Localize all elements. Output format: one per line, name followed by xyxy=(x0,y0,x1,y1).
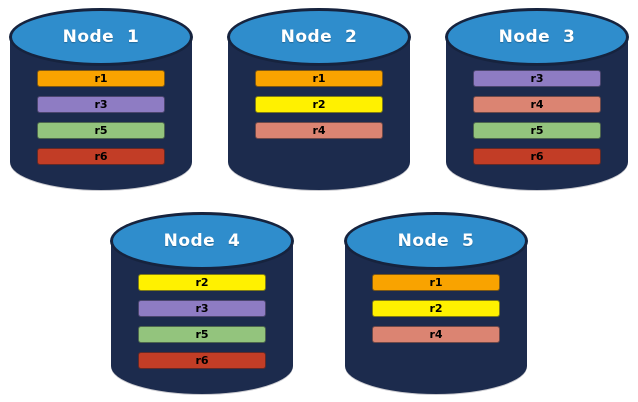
cylinder-top: Node 4 xyxy=(110,212,294,270)
replica-bar-r5: r5 xyxy=(473,122,601,139)
replica-bar-r4: r4 xyxy=(473,96,601,113)
node-1: Node 1 r1 r3 r5 r6 xyxy=(9,8,193,190)
replica-label: r4 xyxy=(312,124,326,137)
replica-label: r2 xyxy=(429,302,443,315)
replica-bar-r1: r1 xyxy=(372,274,500,291)
replica-label: r5 xyxy=(530,124,544,137)
replica-label: r3 xyxy=(94,98,108,111)
replica-bar-r4: r4 xyxy=(372,326,500,343)
replica-label: r3 xyxy=(530,72,544,85)
replica-label: r2 xyxy=(312,98,326,111)
replica-bar-r3: r3 xyxy=(138,300,266,317)
replica-bar-r1: r1 xyxy=(37,70,165,87)
node-row-bottom: Node 4 r2 r3 r5 r6 Node 5 r1 r2 r4 xyxy=(0,212,638,394)
cylinder-top: Node 3 xyxy=(445,8,629,66)
replica-label: r5 xyxy=(94,124,108,137)
replica-label: r6 xyxy=(530,150,544,163)
replica-list: r1 r2 r4 xyxy=(344,274,528,343)
node-label: Node 4 xyxy=(163,231,241,251)
replica-bar-r6: r6 xyxy=(473,148,601,165)
replica-bar-r2: r2 xyxy=(255,96,383,113)
replica-label: r2 xyxy=(195,276,209,289)
node-4: Node 4 r2 r3 r5 r6 xyxy=(110,212,294,394)
replica-label: r3 xyxy=(195,302,209,315)
node-5: Node 5 r1 r2 r4 xyxy=(344,212,528,394)
node-3: Node 3 r3 r4 r5 r6 xyxy=(445,8,629,190)
replica-bar-r1: r1 xyxy=(255,70,383,87)
replica-bar-r4: r4 xyxy=(255,122,383,139)
replica-bar-r6: r6 xyxy=(37,148,165,165)
replica-bar-r2: r2 xyxy=(372,300,500,317)
cylinder-top: Node 1 xyxy=(9,8,193,66)
replica-label: r4 xyxy=(429,328,443,341)
replica-list: r1 r3 r5 r6 xyxy=(9,70,193,165)
replica-label: r6 xyxy=(94,150,108,163)
replica-label: r1 xyxy=(429,276,443,289)
replica-label: r6 xyxy=(195,354,209,367)
replica-list: r3 r4 r5 r6 xyxy=(445,70,629,165)
replica-bar-r3: r3 xyxy=(473,70,601,87)
cylinder-top: Node 5 xyxy=(344,212,528,270)
replica-bar-r2: r2 xyxy=(138,274,266,291)
replica-label: r4 xyxy=(530,98,544,111)
node-label: Node 3 xyxy=(498,27,576,47)
node-label: Node 2 xyxy=(280,27,358,47)
replica-list: r2 r3 r5 r6 xyxy=(110,274,294,369)
node-label: Node 5 xyxy=(397,231,475,251)
replica-list: r1 r2 r4 xyxy=(227,70,411,139)
replica-label: r5 xyxy=(195,328,209,341)
replica-bar-r5: r5 xyxy=(37,122,165,139)
cylinder-top: Node 2 xyxy=(227,8,411,66)
node-2: Node 2 r1 r2 r4 xyxy=(227,8,411,190)
replica-bar-r5: r5 xyxy=(138,326,266,343)
replica-label: r1 xyxy=(94,72,108,85)
replica-bar-r6: r6 xyxy=(138,352,266,369)
replica-label: r1 xyxy=(312,72,326,85)
replica-bar-r3: r3 xyxy=(37,96,165,113)
node-label: Node 1 xyxy=(62,27,140,47)
